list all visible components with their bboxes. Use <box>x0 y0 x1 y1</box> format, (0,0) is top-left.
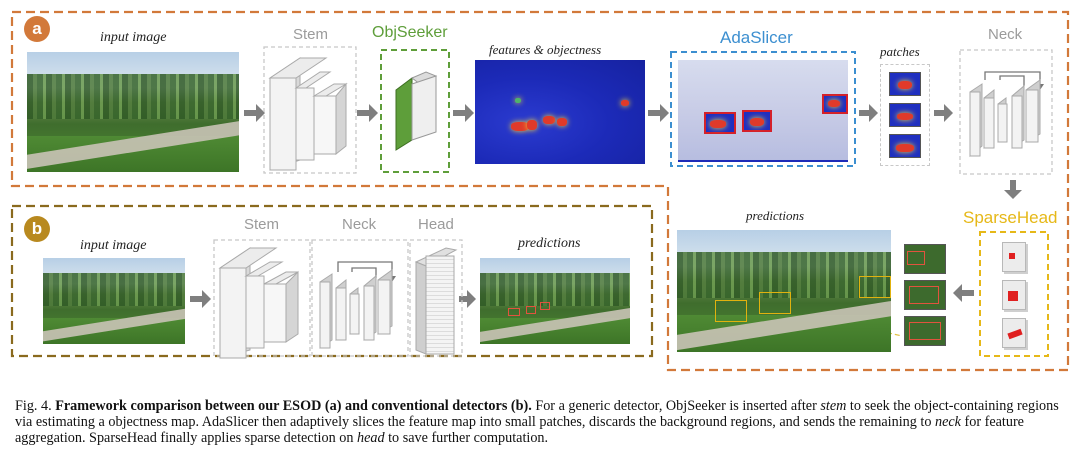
diagram-frame <box>10 10 1070 372</box>
arrows <box>190 104 1022 308</box>
input-image-label-b: input image <box>80 238 147 253</box>
adaslicer-label: AdaSlicer <box>720 28 793 47</box>
sparsehead-patch-3 <box>1002 318 1026 348</box>
neck-block-a <box>959 49 1053 175</box>
predictions-label-b: predictions <box>518 236 581 251</box>
panel-b-badge: b <box>24 216 50 242</box>
input-image-a <box>27 52 239 172</box>
caption-fig: Fig. 4. <box>15 398 52 414</box>
patch-3 <box>889 134 921 158</box>
features-label: features & objectness <box>489 42 602 57</box>
sparsehead-box <box>979 231 1049 357</box>
patches-box <box>880 64 930 166</box>
caption-text-2: to seek the object-containing regions vi… <box>15 398 1059 430</box>
adaslicer-map <box>678 60 848 162</box>
panel-a-badge: a <box>24 16 50 42</box>
prediction-image-a <box>677 230 891 352</box>
caption-text-4: to save further computation. <box>388 430 549 446</box>
sparsehead-patch-1 <box>1002 242 1026 272</box>
patch-2 <box>889 103 921 127</box>
input-image-label-a: input image <box>100 30 167 45</box>
figure-caption: Fig. 4. Framework comparison between our… <box>15 398 1070 446</box>
stem-block-a <box>263 46 357 174</box>
panel-a-border <box>10 10 1070 372</box>
stem-label-b: Stem <box>244 216 280 233</box>
objseeker-box <box>380 49 450 173</box>
patch-1 <box>889 72 921 96</box>
sparsehead-label: SparseHead <box>963 208 1058 227</box>
neck-label-a: Neck <box>988 26 1023 43</box>
caption-title: Framework comparison between our ESOD (a… <box>55 398 532 414</box>
head-label-b: Head <box>418 216 454 233</box>
prediction-patch-1 <box>904 244 946 274</box>
input-image-b <box>43 258 185 344</box>
neck-label-b: Neck <box>342 216 377 233</box>
sparsehead-patch-2 <box>1002 280 1026 310</box>
head-block-b <box>409 239 463 357</box>
prediction-patch-3 <box>904 316 946 346</box>
adaslicer-box <box>670 51 856 167</box>
neck-block-b <box>311 239 409 357</box>
caption-text-1: For a generic detector, ObjSeeker is ins… <box>535 398 817 414</box>
feature-objectness-map <box>475 60 645 164</box>
stem-label-a: Stem <box>293 26 329 43</box>
caption-text-3: for feature aggregation. SparseHead fina… <box>15 414 1024 446</box>
patches-label: patches <box>880 44 920 59</box>
prediction-image-b <box>480 258 630 344</box>
predictions-label-a: predictions <box>746 208 805 223</box>
caption-stem: stem <box>820 398 847 414</box>
objseeker-icon <box>395 71 438 151</box>
objseeker-label: ObjSeeker <box>372 24 448 41</box>
stem-block-b <box>213 239 311 359</box>
caption-head: head <box>356 430 385 446</box>
caption-neck: neck <box>934 414 961 430</box>
prediction-patch-2 <box>904 280 946 310</box>
